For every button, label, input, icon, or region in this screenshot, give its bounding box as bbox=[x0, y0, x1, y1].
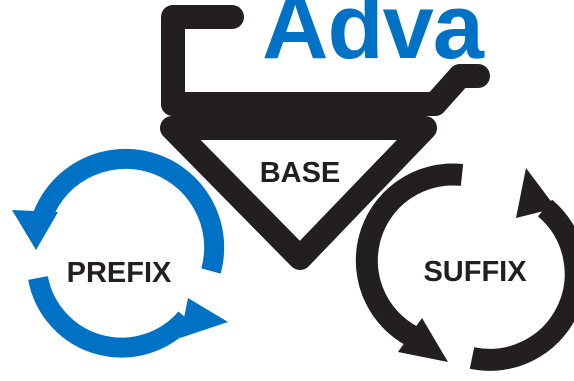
prefix-arrowhead-right-icon bbox=[180, 298, 228, 338]
frame-triangle bbox=[160, 116, 437, 270]
base-label: BASE bbox=[260, 157, 341, 189]
suffix-arrowhead-top-icon bbox=[516, 168, 556, 218]
prefix-label: PREFIX bbox=[67, 257, 172, 289]
title-fragment: Adva bbox=[262, 0, 485, 78]
prefix-cycle bbox=[12, 148, 228, 358]
suffix-cycle bbox=[355, 163, 574, 371]
bike-frame-shape bbox=[160, 5, 490, 270]
suffix-arrowhead-bottom-icon bbox=[398, 318, 448, 362]
prefix-arc-top bbox=[30, 148, 225, 274]
frame-handlebar bbox=[161, 5, 244, 116]
suffix-label: SUFFIX bbox=[423, 256, 527, 288]
frame-seat-post bbox=[423, 64, 490, 116]
prefix-arrowhead-left-icon bbox=[12, 210, 58, 250]
prefix-arc-bottom bbox=[28, 275, 194, 358]
suffix-arc-right bbox=[469, 199, 574, 371]
suffix-arc-left bbox=[355, 163, 464, 351]
